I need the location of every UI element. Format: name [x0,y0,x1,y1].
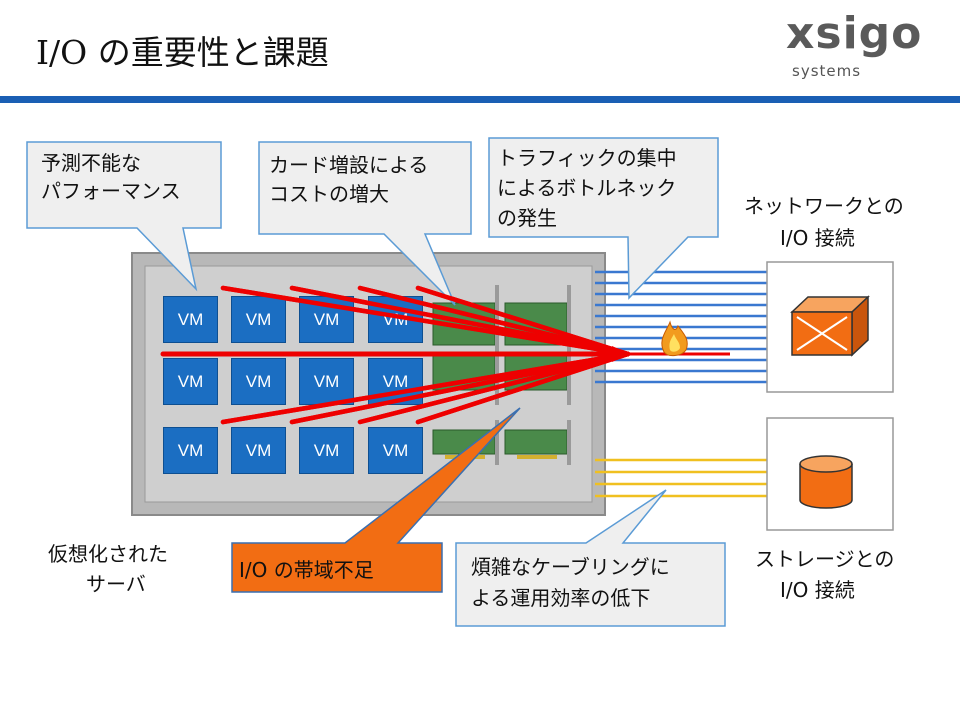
callout-bandwidth-text: I/O の帯域不足 [239,558,374,582]
vm-block: VM [231,358,286,405]
server-label-line2: サーバ [86,572,146,596]
callout-bottleneck [488,137,719,300]
callout-unpredictable-line2: パフォーマンス [41,179,181,203]
server-label-line1: 仮想化された [48,542,168,566]
callout-cabling-line1: 煩雑なケーブリングに [471,555,670,579]
vm-block: VM [299,427,354,474]
storage-cables [595,458,780,498]
vm-block: VM [368,358,423,405]
callout-bottleneck-line2: によるボトルネック [497,176,677,200]
page-title: I/O の重要性と課題 [36,33,329,72]
xsigo-logo-sub: systems [792,62,862,80]
callout-card-cost-line1: カード増設による [269,153,429,177]
vm-block: VM [163,296,218,343]
xsigo-logo: xsigo [786,8,923,59]
callout-bandwidth [231,407,521,593]
vm-block: VM [368,427,423,474]
title-rule [0,96,960,103]
vm-block: VM [163,427,218,474]
storage-cylinder-icon [799,455,853,509]
vm-block: VM [368,296,423,343]
callout-unpredictable-line1: 予測不能な [41,151,141,175]
vm-block: VM [299,296,354,343]
vm-block: VM [299,358,354,405]
callout-card-cost [258,141,472,306]
network-label-line1: ネットワークとの [744,194,904,218]
vm-block: VM [231,296,286,343]
callout-bottleneck-line1: トラフィックの集中 [497,146,677,170]
vm-block: VM [163,358,218,405]
network-switch-icon [790,295,870,357]
callout-card-cost-line2: コストの増大 [269,182,389,206]
fire-icon [661,320,688,357]
callout-unpredictable [26,141,222,292]
callout-cabling [455,489,726,627]
callout-bottleneck-line3: の発生 [497,206,557,230]
network-label-line2: I/O 接続 [780,226,855,250]
storage-label-line2: I/O 接続 [780,578,855,602]
storage-label-line1: ストレージとの [755,547,895,571]
callout-cabling-line2: よる運用効率の低下 [471,586,651,610]
vm-block: VM [231,427,286,474]
network-cables [595,270,780,384]
